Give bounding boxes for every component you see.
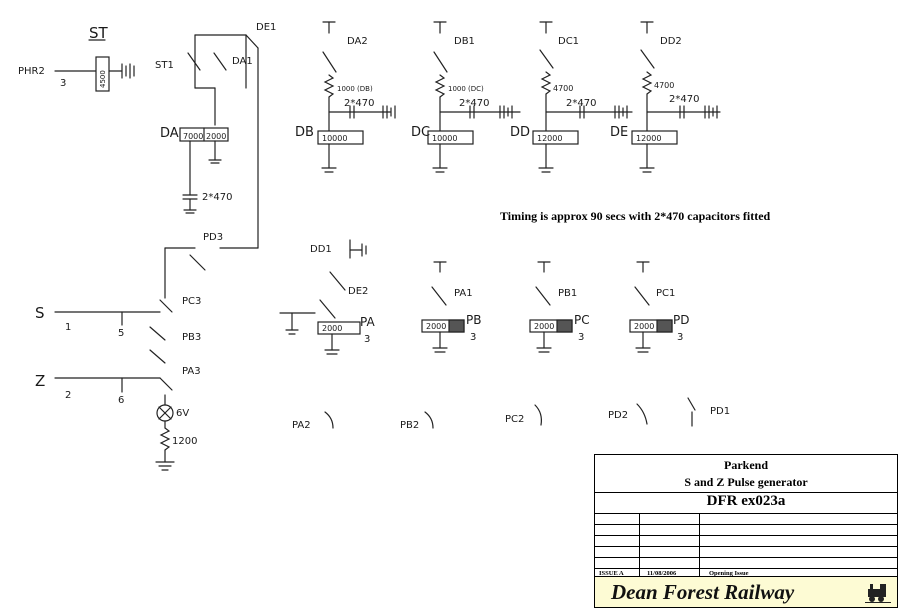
title-line-1: Parkend xyxy=(723,458,768,472)
label-dc: DC xyxy=(411,125,430,140)
label-pc-num: 3 xyxy=(578,332,584,343)
label-res-1000-db: 1000 (DB) xyxy=(337,85,373,93)
label-cap-dc: 2*470 xyxy=(459,98,489,109)
label-da2: DA2 xyxy=(347,36,368,47)
label-pa1: PA1 xyxy=(454,288,473,299)
label-pc1: PC1 xyxy=(656,288,675,299)
label-pc: PC xyxy=(574,313,590,327)
timing-note: Timing is approx 90 secs with 2*470 capa… xyxy=(500,209,771,223)
label-pd: PD xyxy=(673,313,689,327)
revision-rule-5 xyxy=(595,557,897,558)
label-pc2: PC2 xyxy=(505,414,524,425)
label-pa2: PA2 xyxy=(292,420,311,431)
label-coil-dd: 12000 xyxy=(537,134,562,143)
revision-rule-1 xyxy=(595,513,897,514)
revision-rule-3 xyxy=(595,535,897,536)
label-lamp: 6V xyxy=(176,408,189,419)
label-db: DB xyxy=(295,125,314,140)
label-z: Z xyxy=(35,372,45,390)
label-pd2: PD2 xyxy=(608,410,628,421)
label-res-4700-b: 4700 xyxy=(654,81,674,90)
title-block: Parkend S and Z Pulse generator DFR ex02… xyxy=(594,454,898,608)
label-cap-de: 2*470 xyxy=(669,94,699,105)
label-db1: DB1 xyxy=(454,36,475,47)
label-coil-de: 12000 xyxy=(636,134,661,143)
label-coil-pa: 2000 xyxy=(322,324,342,333)
label-s-num: 1 xyxy=(65,322,71,333)
issue-date: 11/08/2006 xyxy=(647,570,677,577)
label-st: ST xyxy=(89,24,109,42)
label-da-cap: 2*470 xyxy=(202,192,232,203)
label-dd1: DD1 xyxy=(310,244,332,255)
label-pb1: PB1 xyxy=(558,288,577,299)
label-res-1200: 1200 xyxy=(172,436,197,447)
label-s: S xyxy=(35,304,45,322)
label-z-tag: 6 xyxy=(118,395,124,406)
revision-col-2 xyxy=(699,513,700,579)
label-da-coil-right: 2000 xyxy=(206,132,226,141)
label-dd2: DD2 xyxy=(660,36,682,47)
title-divider xyxy=(595,492,897,493)
label-phr2: PHR2 xyxy=(18,66,45,77)
label-coil-pc: 2000 xyxy=(534,322,554,331)
label-de: DE xyxy=(610,125,628,140)
label-da: DA xyxy=(160,126,179,141)
label-cap-dd: 2*470 xyxy=(566,98,596,109)
label-da1: DA1 xyxy=(232,56,253,67)
label-coil-db: 10000 xyxy=(322,134,347,143)
label-de2: DE2 xyxy=(348,286,368,297)
label-z-num: 2 xyxy=(65,390,71,401)
label-cap-db: 2*470 xyxy=(344,98,374,109)
label-pb2: PB2 xyxy=(400,420,419,431)
label-pb: PB xyxy=(466,313,481,327)
label-s-tag: 5 xyxy=(118,328,124,339)
issue-label: ISSUE A xyxy=(599,570,624,577)
label-pd3: PD3 xyxy=(203,232,223,243)
label-dd: DD xyxy=(510,125,530,140)
revision-rule-6 xyxy=(595,568,897,569)
label-da-coil-left: 7000 xyxy=(183,132,203,141)
label-coil-pb: 2000 xyxy=(426,322,446,331)
label-res-1000-dc: 1000 (DC) xyxy=(448,85,484,93)
label-res-4700-a: 4700 xyxy=(553,84,573,93)
company-banner: Dean Forest Railway xyxy=(595,576,897,607)
drawing-number: DFR ex023a xyxy=(706,493,786,509)
revision-rule-2 xyxy=(595,524,897,525)
label-pd1: PD1 xyxy=(710,406,730,417)
label-st1: ST1 xyxy=(155,60,174,71)
label-pa3: PA3 xyxy=(182,366,201,377)
label-st-coil: 4500 xyxy=(99,70,107,88)
label-coil-dc: 10000 xyxy=(432,134,457,143)
label-de1: DE1 xyxy=(256,22,276,33)
locomotive-icon xyxy=(865,584,891,603)
label-pd-num: 3 xyxy=(677,332,683,343)
label-phr2-num: 3 xyxy=(60,78,66,89)
label-pb-num: 3 xyxy=(470,332,476,343)
label-pa: PA xyxy=(360,315,375,329)
label-dc1: DC1 xyxy=(558,36,579,47)
company-name: Dean Forest Railway xyxy=(611,580,795,604)
revision-rule-4 xyxy=(595,546,897,547)
label-pc3: PC3 xyxy=(182,296,201,307)
title-line-2: S and Z Pulse generator xyxy=(684,475,808,489)
label-coil-pd: 2000 xyxy=(634,322,654,331)
issue-description: Opening Issue xyxy=(709,570,749,577)
label-pa-num: 3 xyxy=(364,334,370,345)
revision-col-1 xyxy=(639,513,640,579)
label-pb3: PB3 xyxy=(182,332,201,343)
